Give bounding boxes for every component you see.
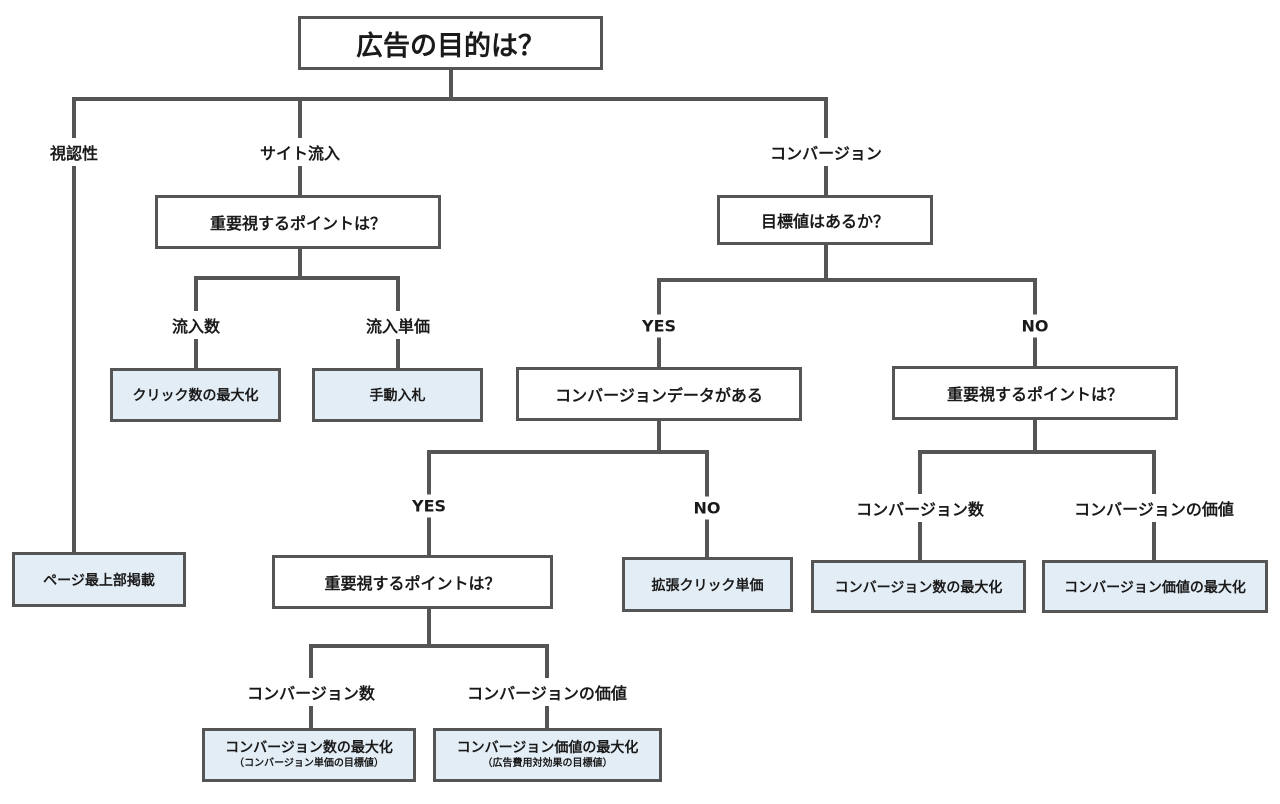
no-conversion-count-label: コンバージョン数	[850, 494, 990, 522]
manual-bidding-result-box: 手動入札	[312, 368, 483, 422]
target-cpa-result-note: （コンバージョン単価の目標値）	[234, 757, 384, 769]
traffic-count-label: 流入数	[165, 311, 227, 339]
data-yes-label: YES	[405, 494, 453, 518]
target-roas-result-note: （広告費用対効果の目標値）	[482, 757, 613, 769]
target-roas-result-box: コンバージョン価値の最大化 （広告費用対効果の目標値）	[433, 728, 662, 782]
conversion-no-label: NO	[1015, 314, 1055, 338]
target-value-question-box: 目標値はあるか？	[717, 195, 933, 245]
traffic-cost-label: 流入単価	[359, 311, 437, 339]
root-question-box: 広告の目的は？	[298, 16, 603, 70]
yes-point-question-box: 重要視するポイントは？	[272, 555, 553, 609]
traffic-question-box: 重要視するポイントは？	[155, 195, 441, 249]
no-conversion-value-label: コンバージョンの価値	[1068, 494, 1240, 522]
click-maximize-result-box: クリック数の最大化	[110, 368, 281, 422]
branch-label-conversion: コンバージョン	[764, 138, 888, 166]
no-point-question-box: 重要視するポイントは？	[892, 366, 1178, 420]
maximize-conversions-result-box: コンバージョン数の最大化	[811, 560, 1026, 613]
branch-label-traffic: サイト流入	[253, 138, 347, 166]
yes-conversion-value-label: コンバージョンの価値	[461, 678, 633, 706]
target-cpa-result-title: コンバージョン数の最大化	[225, 740, 393, 756]
enhanced-cpc-result-box: 拡張クリック単価	[622, 557, 793, 612]
conversion-data-question-box: コンバージョンデータがある	[516, 367, 802, 421]
target-roas-result-title: コンバージョン価値の最大化	[456, 740, 639, 756]
maximize-conversion-value-result-box: コンバージョン価値の最大化	[1042, 560, 1268, 613]
conversion-yes-label: YES	[635, 314, 683, 338]
branch-label-visibility: 視認性	[43, 138, 105, 166]
data-no-label: NO	[687, 496, 727, 520]
yes-conversion-count-label: コンバージョン数	[241, 678, 381, 706]
top-of-page-result-box: ページ最上部掲載	[12, 552, 186, 607]
target-cpa-result-box: コンバージョン数の最大化 （コンバージョン単価の目標値）	[202, 728, 416, 782]
